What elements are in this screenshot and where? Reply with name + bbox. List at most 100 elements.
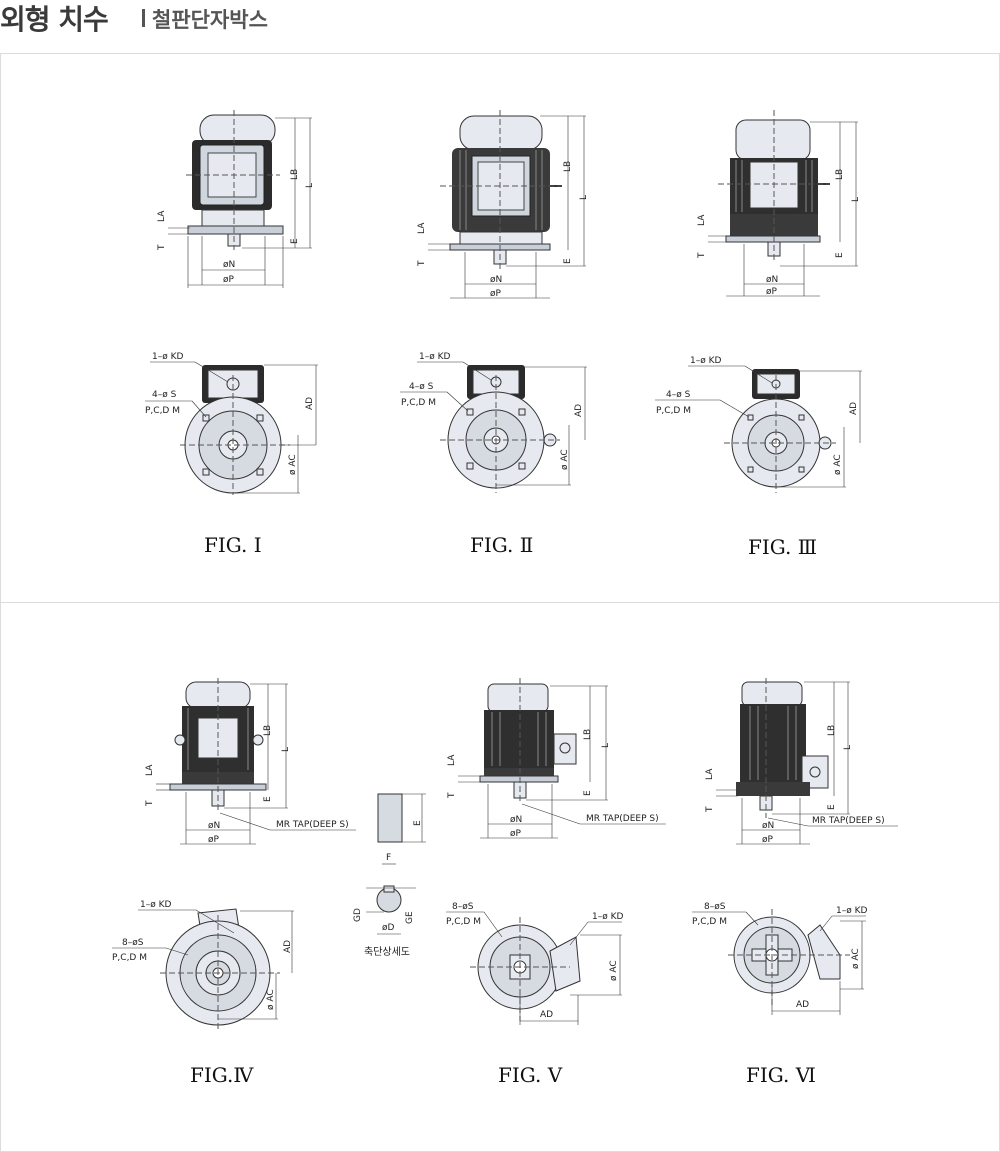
fig4-dim-mrtap: MR TAP(DEEP S) bbox=[276, 820, 349, 830]
fig1-dim-s: 4–ø S bbox=[152, 390, 177, 400]
fig2-dim-lb: LB bbox=[563, 161, 573, 172]
shaft-detail-side: E bbox=[377, 793, 426, 843]
fig6-dim-n: øN bbox=[762, 821, 774, 831]
fig5-dim-ad: AD bbox=[540, 1010, 553, 1020]
fig1-dim-e: E bbox=[290, 238, 300, 244]
fig3-dim-p: øP bbox=[766, 287, 778, 297]
fig1-dim-kd: 1–ø KD bbox=[152, 352, 183, 362]
fig5-dim-mrtap: MR TAP(DEEP S) bbox=[586, 814, 659, 824]
fig5-dim-t: T bbox=[447, 792, 457, 799]
fig2-side-view: LB L E LA T øN øP bbox=[417, 110, 589, 299]
fig4-dim-p: øP bbox=[208, 835, 220, 845]
fig2-dim-ac: ø AC bbox=[560, 449, 570, 470]
fig2-dim-pcd: P,C,D M bbox=[401, 398, 436, 408]
fig6-dim-pcd: P,C,D M bbox=[692, 917, 727, 927]
fig5-dim-e: E bbox=[583, 790, 593, 796]
fig1-side-view: LB L E LA T øN øP bbox=[157, 110, 315, 288]
fig5-side-view: LB L E LA T øN øP MR TAP(DEEP S) bbox=[447, 678, 666, 839]
fig1-dim-lb: LB bbox=[290, 169, 300, 180]
fig6-dim-kd: 1–ø KD bbox=[836, 906, 867, 916]
fig3-dim-n: øN bbox=[766, 275, 778, 285]
fig5-dim-pcd: P,C,D M bbox=[446, 917, 481, 927]
fig2-dim-ad: AD bbox=[574, 404, 584, 417]
fig1-dim-la: LA bbox=[157, 210, 167, 222]
fig5-front-view: 8–øS P,C,D M 1–ø KD ø AC AD bbox=[446, 902, 623, 1025]
fig1-dim-ad: AD bbox=[305, 397, 315, 410]
shaft-dim-d: øD bbox=[382, 923, 395, 933]
fig3-dim-s: 4–ø S bbox=[666, 390, 691, 400]
fig5-dim-l: L bbox=[601, 743, 611, 748]
page-title: 외형 치수 bbox=[0, 3, 109, 36]
fig2-front-view: 1–ø KD 4–ø S P,C,D M AD ø AC bbox=[400, 352, 587, 493]
fig6-dim-ac: ø AC bbox=[851, 948, 861, 969]
shaft-detail-caption: 축단상세도 bbox=[364, 947, 410, 958]
fig6-dim-la: LA bbox=[705, 768, 715, 780]
fig2-dim-la: LA bbox=[417, 222, 427, 234]
page-subtitle: 철판단자박스 bbox=[152, 8, 268, 32]
fig5-label: FIG. Ⅴ bbox=[498, 1063, 563, 1087]
fig3-dim-kd: 1–ø KD bbox=[690, 356, 721, 366]
fig2-dim-l: L bbox=[579, 195, 589, 200]
fig3-side-view: LB L E LA T øN øP bbox=[697, 110, 861, 297]
shaft-detail-section: F GD GE øD bbox=[353, 853, 416, 935]
fig5-dim-p: øP bbox=[510, 829, 522, 839]
fig1-dim-n: øN bbox=[223, 260, 235, 270]
fig1-dim-pcd: P,C,D M bbox=[145, 406, 180, 416]
fig2-dim-p: øP bbox=[490, 289, 502, 299]
fig4-dim-ad: AD bbox=[283, 940, 293, 953]
fig2-dim-n: øN bbox=[490, 275, 502, 285]
fig3-dim-l: L bbox=[851, 197, 861, 202]
fig2-dim-s: 4–ø S bbox=[409, 382, 434, 392]
shaft-dim-gd: GD bbox=[353, 908, 363, 922]
fig2-dim-t: T bbox=[417, 260, 427, 267]
fig3-dim-lb: LB bbox=[835, 169, 845, 180]
fig6-dim-mrtap: MR TAP(DEEP S) bbox=[812, 816, 885, 826]
fig4-dim-t: T bbox=[145, 800, 155, 807]
fig4-dim-n: øN bbox=[208, 821, 220, 831]
fig4-dim-lb: LB bbox=[263, 725, 273, 736]
shaft-dim-ge: GE bbox=[405, 911, 415, 924]
fig3-dim-e: E bbox=[835, 252, 845, 258]
fig6-side-view: LB L E LA T øN øP MR TAP(DEEP S) bbox=[705, 678, 898, 845]
fig4-dim-l: L bbox=[281, 747, 291, 752]
fig5-dim-la: LA bbox=[447, 754, 457, 766]
fig5-dim-kd: 1–ø KD bbox=[592, 912, 623, 922]
fig4-dim-pcd: P,C,D M bbox=[112, 953, 147, 963]
fig3-dim-ad: AD bbox=[849, 402, 859, 415]
fig6-dim-t: T bbox=[705, 806, 715, 813]
shaft-dim-f: F bbox=[386, 853, 391, 863]
fig1-front-view: 1–ø KD 4–ø S P,C,D M AD ø AC bbox=[145, 352, 318, 495]
fig6-dim-p: øP bbox=[762, 835, 774, 845]
fig2-dim-e: E bbox=[563, 258, 573, 264]
fig5-dim-s: 8–øS bbox=[452, 902, 474, 912]
fig1-dim-ac: ø AC bbox=[288, 454, 298, 475]
fig3-dim-pcd: P,C,D M bbox=[656, 406, 691, 416]
fig4-dim-e: E bbox=[263, 796, 273, 802]
fig6-dim-s: 8–øS bbox=[704, 902, 726, 912]
fig3-front-view: 1–ø KD 4–ø S P,C,D M AD ø AC bbox=[655, 356, 862, 493]
fig3-dim-la: LA bbox=[697, 214, 707, 226]
fig5-dim-lb: LB bbox=[583, 729, 593, 740]
fig4-side-view: LB L E LA T øN øP MR TAP(DEEP S) bbox=[145, 678, 356, 845]
fig4-dim-s: 8–øS bbox=[122, 938, 144, 948]
fig2-label: FIG. Ⅱ bbox=[470, 533, 534, 557]
fig1-dim-p: øP bbox=[223, 275, 235, 285]
page-header: 외형 치수 철판단자박스 bbox=[0, 0, 1000, 40]
title-separator bbox=[142, 9, 145, 27]
fig1-label: FIG. Ⅰ bbox=[204, 533, 262, 557]
fig4-label: FIG.Ⅳ bbox=[190, 1063, 254, 1087]
fig6-dim-e: E bbox=[827, 804, 837, 810]
fig6-label: FIG. Ⅵ bbox=[746, 1063, 816, 1087]
fig6-dim-l: L bbox=[843, 745, 853, 750]
fig3-dim-ac: ø AC bbox=[833, 454, 843, 475]
fig1-dim-l: L bbox=[305, 183, 315, 188]
fig5-dim-n: øN bbox=[510, 815, 522, 825]
fig2-dim-kd: 1–ø KD bbox=[419, 352, 450, 362]
fig5-dim-ac: ø AC bbox=[609, 960, 619, 981]
fig3-dim-t: T bbox=[697, 252, 707, 259]
shaft-dim-e: E bbox=[413, 820, 423, 826]
fig4-front-view: 1–ø KD 8–øS P,C,D M AD ø AC bbox=[112, 900, 294, 1030]
fig6-dim-lb: LB bbox=[827, 725, 837, 736]
fig1-dim-t: T bbox=[157, 244, 167, 251]
fig4-dim-kd: 1–ø KD bbox=[140, 900, 171, 910]
